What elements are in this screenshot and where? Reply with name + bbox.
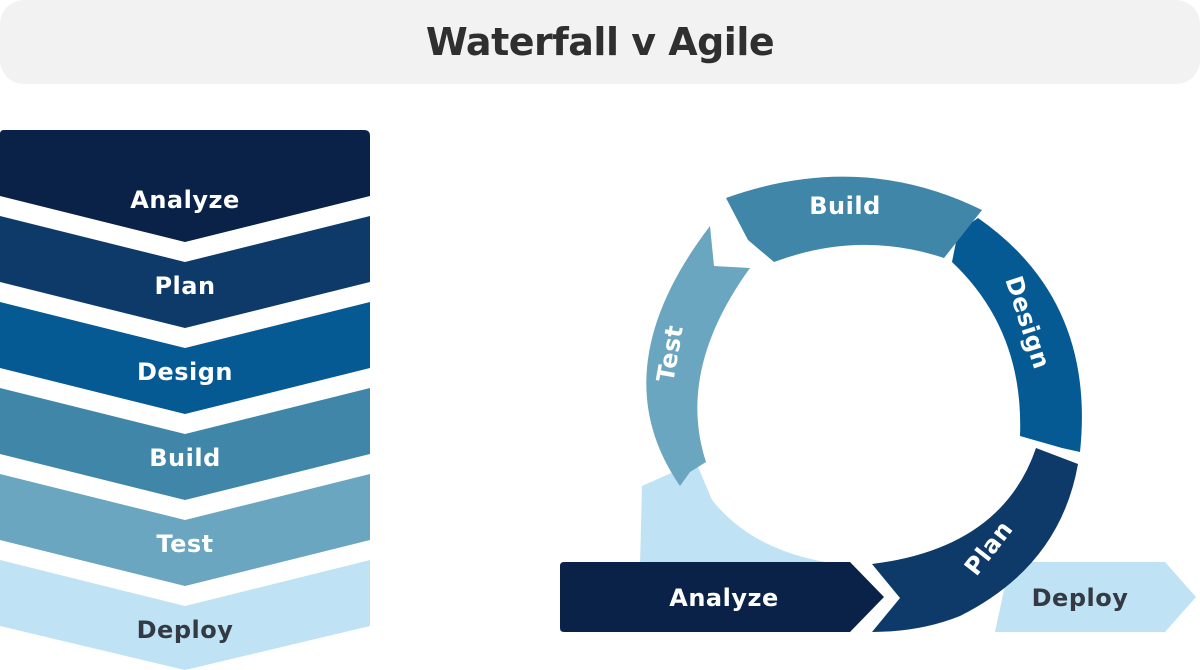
agile-arrow-deploy <box>995 562 1196 632</box>
chevron-analyze <box>0 130 370 242</box>
agile-cycle: Deploy Analyze Plan Design Build Test <box>560 176 1196 632</box>
chevron-plan <box>0 216 370 328</box>
waterfall-label-design: Design <box>137 358 233 386</box>
chevron-test <box>0 474 370 586</box>
agile-label-analyze: Analyze <box>669 584 778 612</box>
agile-arc-test <box>646 226 750 486</box>
waterfall-label-deploy: Deploy <box>137 616 234 644</box>
agile-arc-design <box>952 218 1082 452</box>
agile-label-deploy: Deploy <box>1032 584 1129 612</box>
agile-arrow-analyze <box>560 562 884 632</box>
waterfall-step-analyze: Analyze <box>0 130 370 242</box>
waterfall-stack: Analyze Plan Design Build Test Deploy <box>0 130 370 670</box>
agile-label-build: Build <box>809 192 881 220</box>
waterfall-step-design: Design <box>0 302 370 414</box>
waterfall-step-test: Test <box>0 474 370 586</box>
waterfall-label-analyze: Analyze <box>130 186 239 214</box>
waterfall-label-test: Test <box>156 530 213 558</box>
page-title: Waterfall v Agile <box>425 20 775 64</box>
waterfall-step-build: Build <box>0 388 370 500</box>
chevron-build <box>0 388 370 500</box>
chevron-deploy <box>0 560 370 670</box>
agile-arc-plan <box>872 448 1078 632</box>
title-bar: Waterfall v Agile <box>0 0 1200 84</box>
waterfall-step-deploy: Deploy <box>0 560 370 670</box>
agile-arc-build <box>726 176 982 262</box>
waterfall-label-build: Build <box>149 444 221 472</box>
waterfall-step-plan: Plan <box>0 216 370 328</box>
agile-leadin-swoosh <box>640 462 860 566</box>
waterfall-label-plan: Plan <box>154 272 215 300</box>
chevron-design <box>0 302 370 414</box>
